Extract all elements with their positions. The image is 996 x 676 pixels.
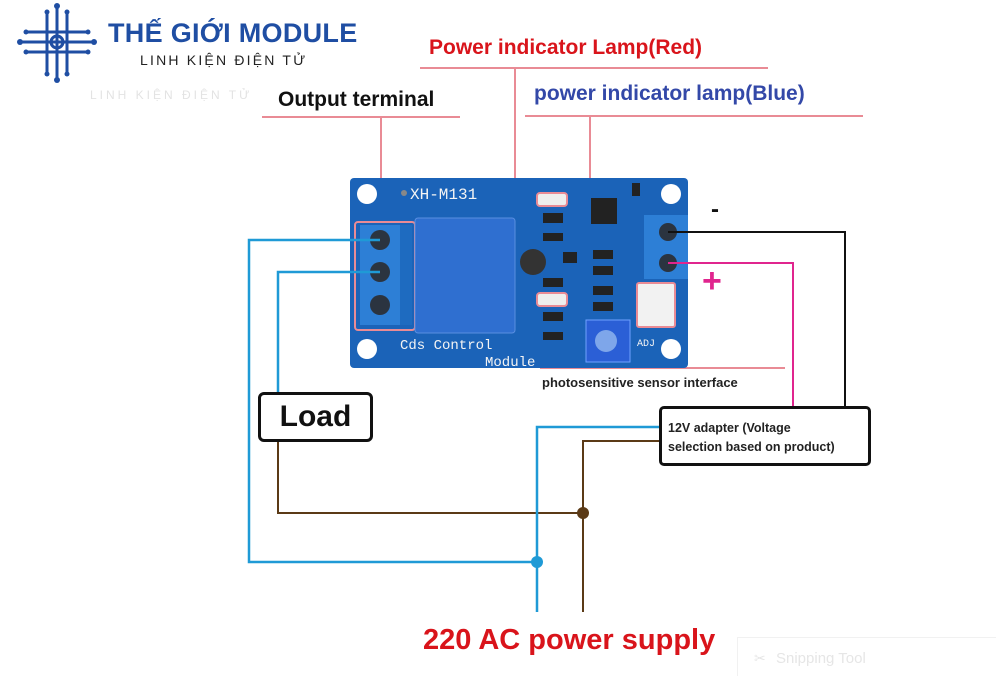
load-box: Load xyxy=(258,392,373,442)
wire-ac-brown xyxy=(582,440,659,612)
snipping-tool-label: Snipping Tool xyxy=(776,650,866,667)
snipping-tool-overlay[interactable] xyxy=(737,637,996,676)
adapter-box: 12V adapter (Voltage selection based on … xyxy=(659,406,871,466)
brand-subtitle: LINH KIỆN ĐIỆN TỬ xyxy=(140,52,308,68)
label-minus: - xyxy=(711,196,719,223)
junction-brown xyxy=(577,507,589,519)
relay-module-board xyxy=(350,178,688,368)
label-ac-supply: 220 AC power supply xyxy=(423,624,716,656)
wire-ac-blue xyxy=(535,425,659,612)
junction-blue xyxy=(531,556,543,568)
wire-terminal-1 xyxy=(247,238,537,564)
adapter-line-2: selection based on product) xyxy=(668,440,835,454)
wire-gnd xyxy=(668,231,846,406)
brand-watermark: LINH KIỆN ĐIỆN TỬ xyxy=(90,88,253,102)
svg-text:Cds Control: Cds Control xyxy=(400,338,492,354)
snipping-tool-icon: ✂ xyxy=(754,650,766,666)
label-output-terminal: Output terminal xyxy=(278,88,435,111)
brand-title: THẾ GIỚI MODULE xyxy=(108,18,358,48)
label-power-lamp-red: Power indicator Lamp(Red) xyxy=(429,36,703,59)
label-photosensitive-interface: photosensitive sensor interface xyxy=(542,375,738,390)
label-plus: + xyxy=(702,262,722,300)
board-model: XH-M131 xyxy=(410,186,477,204)
wire-terminal-2 xyxy=(276,270,380,392)
wire-load-brown xyxy=(277,442,583,514)
svg-text:Module: Module xyxy=(485,355,535,371)
label-power-lamp-blue: power indicator lamp(Blue) xyxy=(534,82,805,105)
adapter-line-1: 12V adapter (Voltage xyxy=(668,421,791,435)
svg-text:ADJ: ADJ xyxy=(637,339,655,350)
wire-vcc xyxy=(668,262,794,406)
